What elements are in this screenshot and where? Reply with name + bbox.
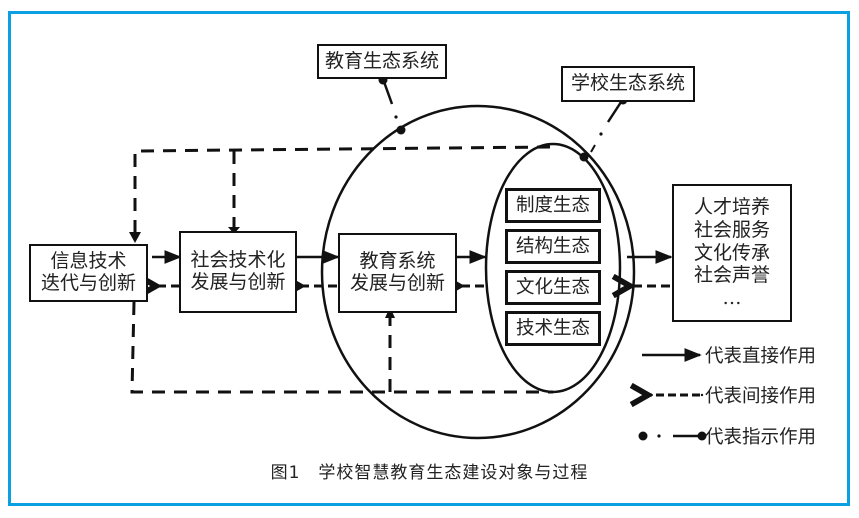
structure-ecology-label: 结构生态 bbox=[515, 235, 590, 257]
figure-number: 图1 bbox=[270, 463, 301, 483]
figure-caption: 图1 学校智慧教育生态建设对象与过程 bbox=[0, 458, 859, 483]
social-tech-line2: 发展与创新 bbox=[190, 271, 286, 293]
edu-system-line2: 发展与创新 bbox=[349, 272, 445, 294]
school-ecosystem-label: 学校生态系统 bbox=[570, 72, 685, 95]
structure-ecology-box: 结构生态 bbox=[505, 229, 601, 264]
education-ecosystem-label: 教育生态系统 bbox=[324, 49, 439, 72]
top-dashed-feedback bbox=[133, 145, 551, 238]
outcome-social-service: 社会服务 bbox=[693, 218, 770, 241]
education-ecosystem-ellipse bbox=[320, 104, 636, 440]
outcomes-node: 人才培养 社会服务 文化传承 社会声誉 … bbox=[672, 184, 792, 322]
school-ecosystem-ellipse bbox=[484, 142, 622, 394]
outcome-talent: 人才培养 bbox=[693, 196, 770, 218]
legend-indicative-symbol bbox=[638, 431, 707, 441]
social-tech-node: 社会技术化 发展与创新 bbox=[179, 231, 297, 313]
legend-indirect-symbol bbox=[648, 394, 704, 396]
outcome-ellipsis: … bbox=[722, 287, 742, 310]
arrowhead-info-tech-top bbox=[129, 232, 141, 243]
legend-indirect-label: 代表间接作用 bbox=[705, 386, 817, 407]
edu-system-node: 教育系统 发展与创新 bbox=[338, 233, 457, 313]
technology-ecology-box: 技术生态 bbox=[505, 311, 601, 346]
technology-ecology-label: 技术生态 bbox=[515, 317, 590, 339]
legend-indicative-label: 代表指示作用 bbox=[705, 427, 817, 448]
info-tech-line2: 迭代与创新 bbox=[40, 272, 136, 294]
callout-dot-edu-ellipse bbox=[396, 125, 406, 135]
callout-dot-school-ellipse bbox=[579, 152, 589, 162]
social-tech-line1: 社会技术化 bbox=[190, 249, 286, 272]
callout-tick-school bbox=[590, 144, 596, 153]
institution-ecology-box: 制度生态 bbox=[505, 188, 601, 223]
education-ecosystem-callout: 教育生态系统 bbox=[317, 44, 447, 79]
callout-dot-edu-mid bbox=[394, 115, 398, 119]
culture-ecology-label: 文化生态 bbox=[515, 276, 590, 298]
info-tech-node: 信息技术 迭代与创新 bbox=[29, 244, 148, 302]
figure-title: 学校智慧教育生态建设对象与过程 bbox=[318, 463, 589, 483]
bottom-dashed-feedback bbox=[130, 301, 553, 394]
outcome-reputation: 社会声誉 bbox=[693, 264, 770, 287]
figure-border bbox=[8, 11, 850, 506]
legend-direct-label: 代表直接作用 bbox=[705, 346, 817, 367]
info-tech-line1: 信息技术 bbox=[50, 250, 127, 273]
arrowhead-social-tech-top bbox=[228, 227, 240, 234]
culture-ecology-box: 文化生态 bbox=[505, 270, 601, 305]
callout-dot-school-mid bbox=[599, 132, 603, 136]
outcome-culture: 文化传承 bbox=[693, 241, 770, 264]
institution-ecology-label: 制度生态 bbox=[515, 194, 590, 216]
school-ecosystem-callout: 学校生态系统 bbox=[561, 66, 695, 102]
edu-system-line1: 教育系统 bbox=[359, 250, 436, 273]
